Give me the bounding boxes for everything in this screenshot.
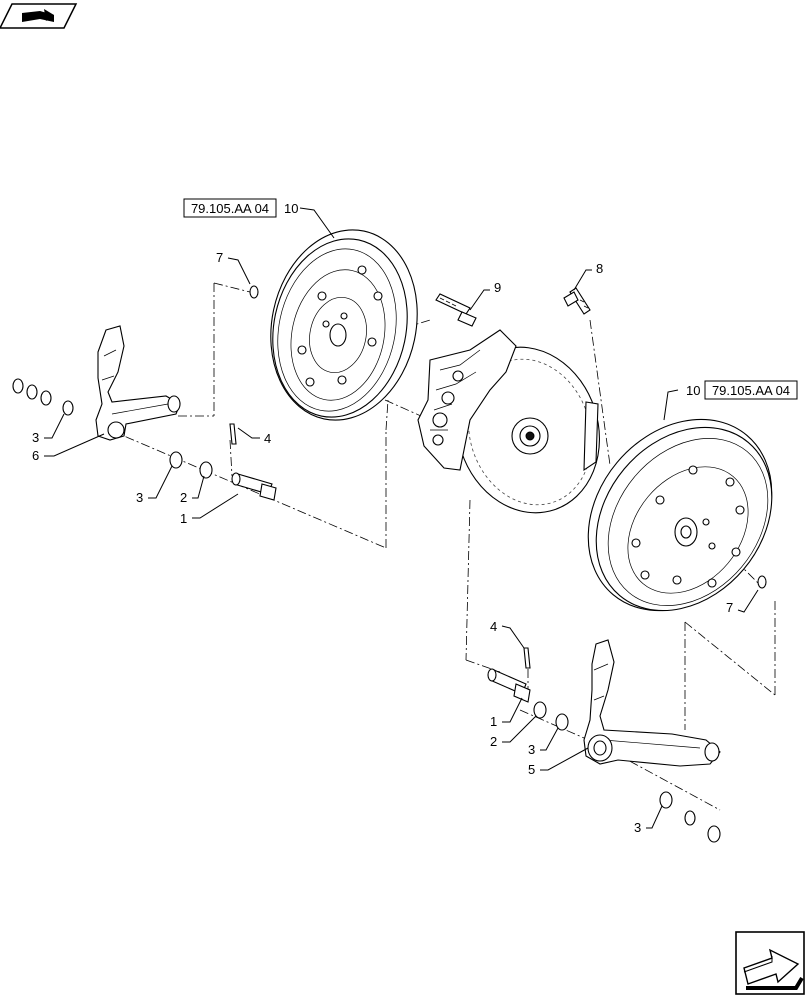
next-page-arrow-icon[interactable] (735, 931, 805, 995)
callout-8: 8 (596, 261, 603, 276)
washer-group-right (533, 575, 767, 843)
callout-1-left: 1 (180, 511, 187, 526)
ref-text-wheel-left: 79.105.AA 04 (191, 201, 269, 216)
callout-7-top: 7 (216, 250, 223, 265)
callout-1-lower: 1 (490, 714, 497, 729)
callout-4-left: 4 (264, 431, 271, 446)
callout-6: 6 (32, 448, 39, 463)
pivot-pin-left (231, 472, 277, 501)
ref-text-wheel-right: 79.105.AA 04 (712, 383, 790, 398)
pivot-pin-lower (487, 668, 531, 703)
callout-3-left-top: 3 (32, 430, 39, 445)
callout-3-left-mid: 3 (136, 490, 143, 505)
callout-3-bottom: 3 (634, 820, 641, 835)
gauge-wheel-arm-left (95, 325, 181, 441)
gauge-wheel-right (587, 418, 773, 612)
bolt-8 (563, 287, 591, 315)
washer-group-left (12, 285, 259, 479)
roll-pin-lower (523, 647, 531, 669)
callout-10-left: 10 (284, 201, 298, 216)
bolt-9 (435, 293, 477, 327)
callout-2-lower: 2 (490, 734, 497, 749)
callout-2-left: 2 (180, 490, 187, 505)
gauge-wheel-left (270, 229, 418, 421)
callouts: 10 10 7 7 9 8 4 4 3 6 3 2 1 1 2 3 5 (32, 201, 759, 835)
ref-box-wheel-right[interactable]: 79.105.AA 04 (704, 380, 798, 400)
row-unit-frame-and-disc (417, 329, 601, 514)
ref-box-wheel-left[interactable]: 79.105.AA 04 (183, 198, 277, 218)
callout-7-right: 7 (726, 600, 733, 615)
callout-3-lower-mid: 3 (528, 742, 535, 757)
callout-10-right: 10 (686, 383, 700, 398)
roll-pin-left (229, 423, 237, 445)
book-arrow-icon[interactable] (0, 3, 78, 29)
callout-4-lower: 4 (490, 619, 497, 634)
callout-5: 5 (528, 762, 535, 777)
gauge-wheel-arm-right (583, 639, 721, 767)
callout-9: 9 (494, 280, 501, 295)
